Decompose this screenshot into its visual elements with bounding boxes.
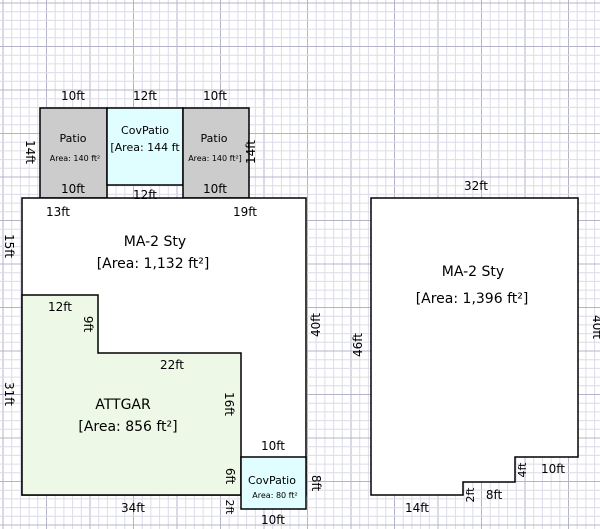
dim-patio-left-bottom: 10ft: [61, 182, 85, 196]
dim-main-left-side: 15ft: [2, 234, 16, 258]
dim-garage-right-side: 16ft: [222, 392, 236, 416]
dim-right-right-side: 40ft: [590, 315, 600, 339]
dim-main-top-left: 13ft: [46, 205, 70, 219]
dim-patio-right-bottom: 10ft: [203, 182, 227, 196]
patio-right-area: Area: 140 ft²]: [188, 154, 242, 163]
dim-covpatio-top-top: 12ft: [133, 89, 157, 103]
dim-right-step-top: 10ft: [541, 462, 565, 476]
dim-garage-left-side: 31ft: [2, 382, 16, 406]
dim-covpatio-top-bottom: 12ft: [133, 188, 157, 202]
main-left-name: MA-2 Sty: [124, 234, 186, 250]
dim-right-step-side: 4ft: [516, 462, 529, 478]
covpatio-bottom-area: Area: 80 ft²: [252, 491, 297, 500]
covpatio-bottom-name: CovPatio: [248, 474, 296, 487]
garage-shape[interactable]: [21, 294, 242, 496]
dim-garage-bottom: 34ft: [121, 501, 145, 515]
dim-right-step-low: 2ft: [464, 487, 477, 503]
patio-left-area: Area: 140 ft²: [50, 154, 100, 163]
dim-right-left-side: 46ft: [351, 333, 365, 357]
dim-garage-notch-side: 9ft: [81, 316, 95, 333]
covpatio-top-name: CovPatio: [121, 124, 169, 137]
dim-right-bottom: 14ft: [405, 501, 429, 515]
covpatio-top-area: [Area: 144 ft: [110, 141, 180, 154]
main-right-shape[interactable]: [370, 197, 579, 496]
dim-patio-left-top: 10ft: [61, 89, 85, 103]
garage-area: [Area: 856 ft²]: [78, 419, 177, 435]
dim-main-top-right: 19ft: [233, 205, 257, 219]
dim-garage-step: 2ft: [223, 500, 236, 516]
covpatio-bottom-shape[interactable]: [240, 456, 307, 510]
patio-right-name: Patio: [201, 132, 228, 145]
dim-garage-mid: 22ft: [160, 358, 184, 372]
dim-patio-left-side: 14ft: [23, 140, 37, 164]
dim-right-step-mid: 8ft: [486, 488, 503, 502]
dim-garage-top: 12ft: [48, 300, 72, 314]
main-right-name: MA-2 Sty: [442, 264, 504, 280]
patio-left-name: Patio: [60, 132, 87, 145]
dim-main-right-side: 40ft: [309, 313, 323, 337]
dim-patio-right-side: 14ft: [244, 140, 258, 164]
dim-covpatio-bottom-bottom: 10ft: [261, 513, 285, 527]
dim-right-top: 32ft: [464, 179, 488, 193]
dim-covpatio-bottom-top: 10ft: [261, 439, 285, 453]
main-left-area: [Area: 1,132 ft²]: [97, 256, 210, 272]
dim-patio-right-top: 10ft: [203, 89, 227, 103]
patio-right-shape[interactable]: [182, 107, 250, 199]
dim-covpatio-bottom-side: 8ft: [309, 475, 323, 492]
garage-name: ATTGAR: [95, 397, 151, 413]
patio-left-shape[interactable]: [39, 107, 108, 199]
main-right-area: [Area: 1,396 ft²]: [416, 291, 529, 307]
dim-garage-right-lower: 6ft: [223, 468, 237, 485]
